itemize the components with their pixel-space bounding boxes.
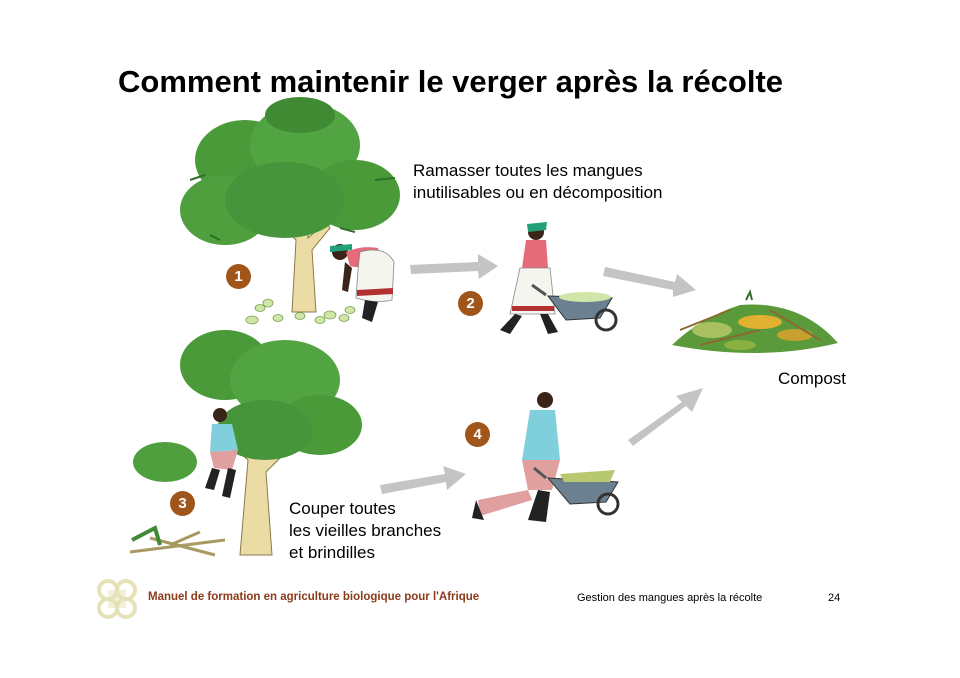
caption-collect: Ramasser toutes les mangues inutilisable… [413,160,663,204]
cut-branches-illustration [129,525,226,557]
arrow-4-to-compost-icon [628,388,703,446]
caption-collect-line-1: Ramasser toutes les mangues [413,161,643,180]
step-badge-1: 1 [226,264,251,289]
step-badge-4: 4 [465,422,490,447]
arrow-3-to-4-icon [380,466,466,494]
caption-cut-line-3: et brindilles [289,543,375,562]
mango-tree-1-illustration [180,97,400,313]
caption-cut-line-2: les vieilles branches [289,521,442,540]
caption-compost: Compost [778,369,847,388]
arrow-1-to-2-icon [410,254,498,279]
man-wheelbarrow-illustration [472,392,620,522]
compost-pile-illustration [672,289,838,354]
caption-cut-line-1: Couper toutes [289,499,396,518]
footer-manual-title: Manuel de formation en agriculture biolo… [148,591,480,603]
footer-section-title: Gestion des mangues après la récolte [577,592,763,604]
woman-collecting-illustration [330,244,395,322]
woman-wheelbarrow-illustration [500,222,618,334]
mango-tree-2-illustration [133,330,362,556]
footer-page-number: 24 [828,592,841,604]
four-petal-knot-logo [97,579,137,619]
page-title: Comment maintenir le verger après la réc… [118,64,784,99]
caption-collect-line-2: inutilisables ou en décomposition [413,183,663,202]
step-badge-2: 2 [458,291,483,316]
man-cutting-branches-illustration [205,408,238,498]
caption-cut: Couper toutes les vieilles branches et b… [289,498,441,564]
fallen-mangoes-illustration [245,298,356,325]
step-badge-3: 3 [170,491,195,516]
arrow-2-to-compost-icon [603,267,696,297]
